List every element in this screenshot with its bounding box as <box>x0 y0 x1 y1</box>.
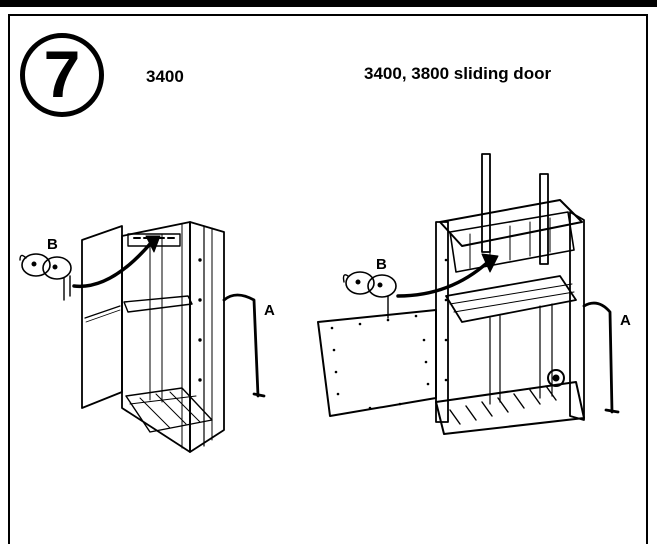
baler-3400-illustration <box>19 153 620 453</box>
sliding-door-panel <box>317 309 437 417</box>
padlock-b-icon <box>19 253 72 301</box>
arrow-b-left <box>72 242 152 289</box>
lever-a-right <box>582 301 614 414</box>
callout-a-right: A <box>620 312 631 329</box>
baler-3800-illustration <box>317 153 620 435</box>
left-model-heading: 3400 <box>146 67 184 86</box>
callout-a-left: A <box>264 302 275 319</box>
open-door-panel <box>81 225 123 409</box>
arrow-b-right <box>396 260 490 298</box>
step-number: 7 <box>43 37 81 111</box>
top-rule <box>0 0 657 7</box>
callout-b-left: B <box>47 236 58 253</box>
padlock-b-icon-right <box>342 271 397 319</box>
baler-cabinet <box>121 221 225 453</box>
figure-frame <box>8 14 648 544</box>
right-model-heading: 3400, 3800 sliding door <box>364 64 552 83</box>
callout-b-right: B <box>376 256 387 273</box>
lever-a-left <box>222 293 260 398</box>
step-number-badge: 7 <box>20 33 104 117</box>
